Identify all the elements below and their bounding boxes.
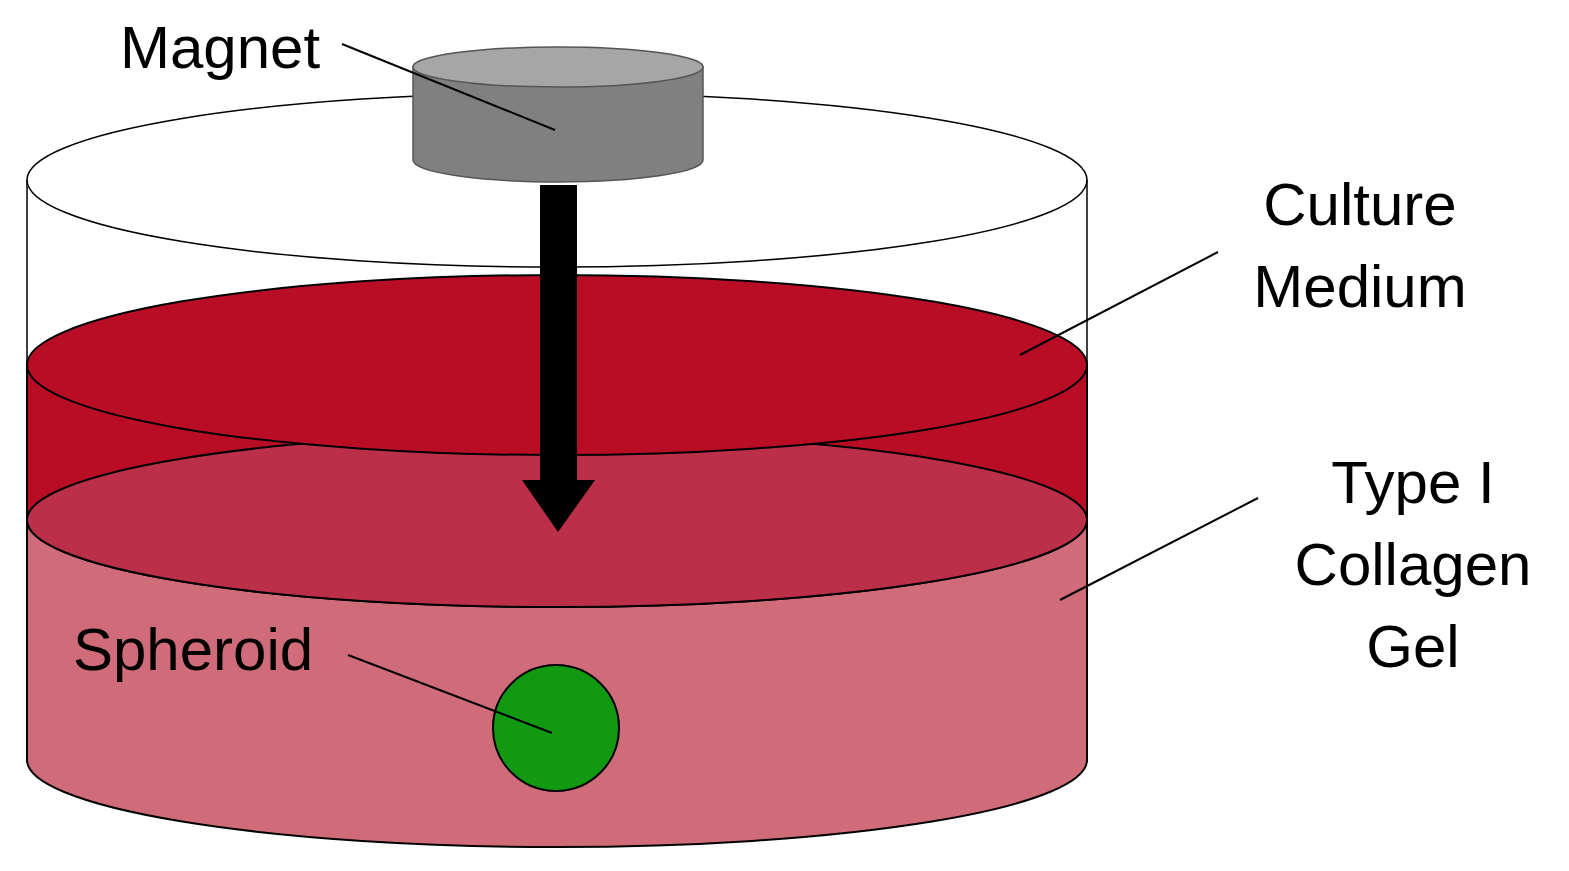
arrow-head	[522, 480, 595, 532]
dish-wall	[26, 180, 28, 760]
magnet-top	[413, 47, 703, 87]
leader-line	[1060, 498, 1258, 600]
spheroid	[493, 665, 619, 791]
part-label: Culture Medium	[1210, 164, 1510, 328]
part-label: Type I Collagen Gel	[1263, 442, 1563, 688]
part-label: Magnet	[95, 7, 345, 89]
leader-line	[1020, 252, 1218, 355]
part-label: Spheroid	[48, 609, 338, 691]
leader-line	[342, 44, 555, 130]
force-arrow	[540, 185, 577, 483]
dish-wall	[1086, 180, 1088, 760]
leader-line	[348, 655, 552, 733]
